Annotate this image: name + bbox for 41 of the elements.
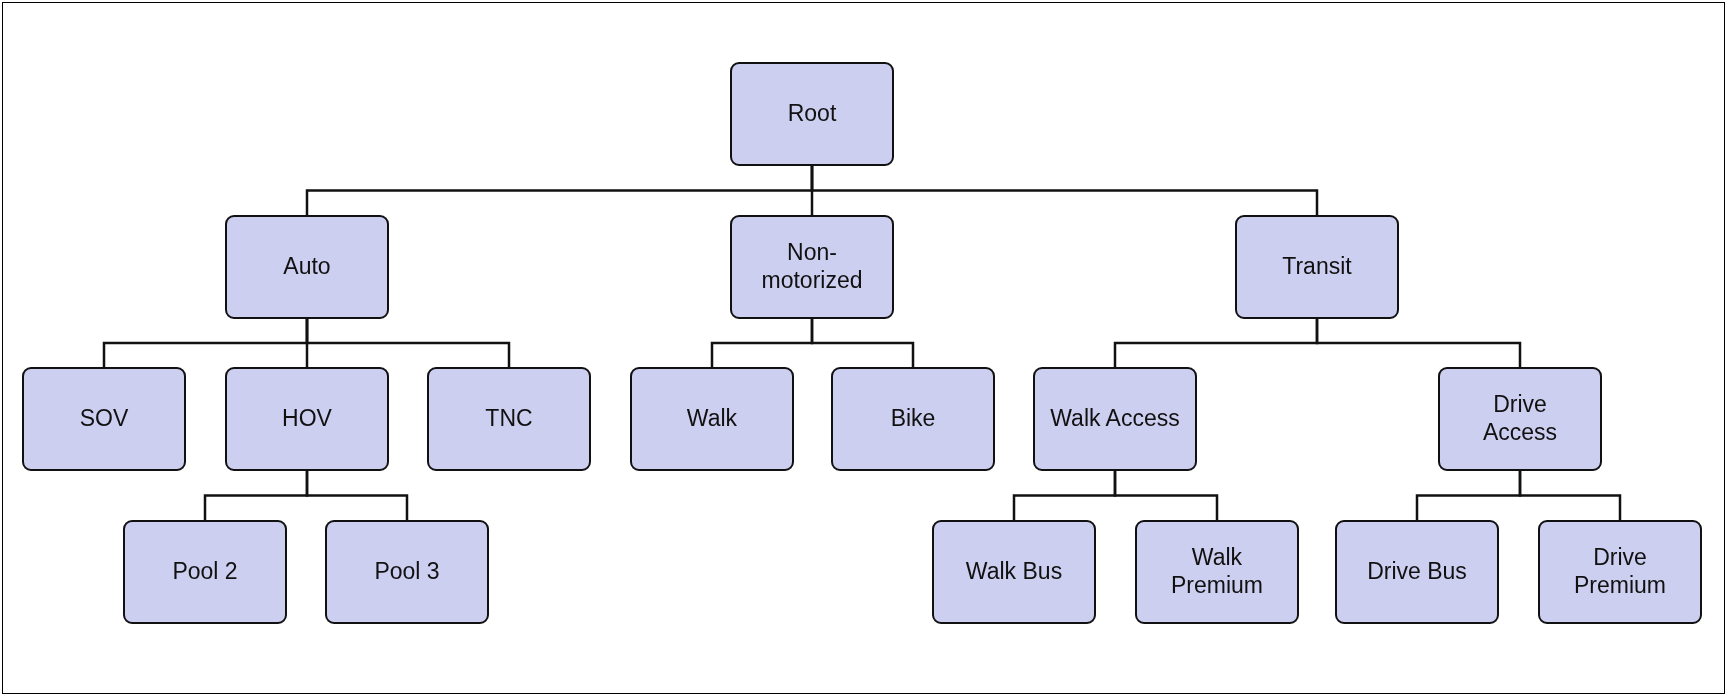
node-label: Transit	[1282, 253, 1352, 281]
connector-line	[1315, 319, 1522, 367]
connector-line	[305, 471, 409, 520]
category-box	[225, 215, 389, 319]
node-label: Non-motorized	[760, 239, 864, 295]
connector-line	[305, 319, 511, 367]
category-box	[225, 367, 389, 471]
category-box	[831, 367, 995, 471]
category-box	[630, 367, 794, 471]
node-label: Walk	[686, 405, 738, 433]
category-box	[1335, 520, 1499, 624]
category-box	[427, 367, 591, 471]
node-label: Pool 3	[374, 558, 440, 586]
node-label: Bike	[890, 405, 936, 433]
node-label: Pool 2	[172, 558, 238, 586]
connector-line	[1113, 471, 1219, 520]
connector-line	[1518, 471, 1622, 520]
connector-line	[810, 166, 1319, 215]
category-box	[1538, 520, 1702, 624]
category-box	[1135, 520, 1299, 624]
node-label: Walk Access	[1050, 405, 1180, 433]
node-label: Walk Bus	[965, 558, 1063, 586]
node-label: TNC	[485, 405, 533, 433]
category-box	[123, 520, 287, 624]
category-box	[932, 520, 1096, 624]
node-label: SOV	[79, 405, 129, 433]
connector-line	[810, 319, 915, 367]
node-label: Drive Premium	[1573, 544, 1667, 600]
node-label: Drive Bus	[1367, 558, 1467, 586]
category-box	[1235, 215, 1399, 319]
node-label: Walk Premium	[1170, 544, 1264, 600]
node-label: HOV	[282, 405, 332, 433]
node-label: Auto	[283, 253, 331, 281]
category-box	[325, 520, 489, 624]
node-label: Root	[787, 100, 837, 128]
category-box	[22, 367, 186, 471]
category-box	[730, 215, 894, 319]
category-box	[1033, 367, 1197, 471]
node-label: Drive Access	[1481, 391, 1559, 447]
category-box	[730, 62, 894, 166]
category-box	[1438, 367, 1602, 471]
